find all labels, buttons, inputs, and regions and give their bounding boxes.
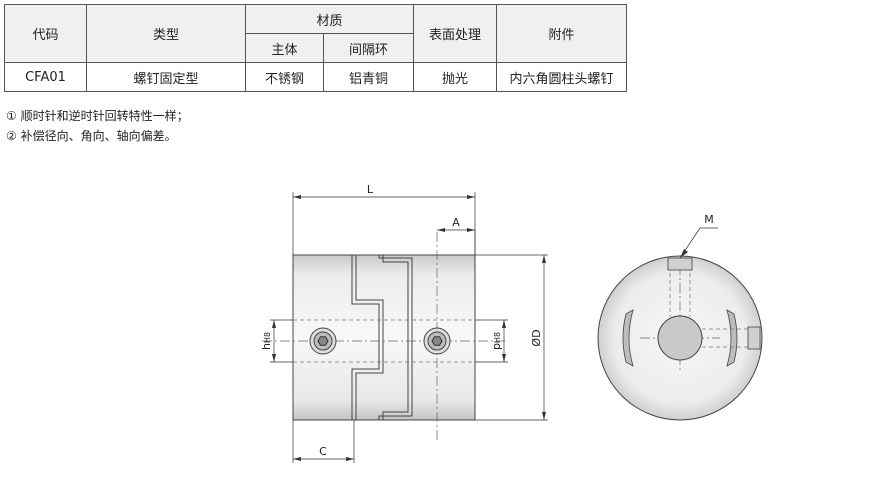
left-jaw-outline [351,255,380,420]
header-body: 主体 [245,33,324,63]
dim-C: C [319,445,327,458]
header-accessory: 附件 [496,4,627,63]
note-1: ① 顺时针和逆时针回转特性一样； [6,106,189,126]
dim-h: h [260,343,273,350]
note-2-marker: ② [6,129,17,143]
spec-table: 代码 类型 材质 表面处理 附件 主体 间隔环 CFA01 螺钉固定型 不锈钢 … [4,4,627,92]
dim-L: L [367,183,374,196]
right-jaw-outline [378,255,413,420]
header-code: 代码 [4,4,87,63]
jaw-slot-left [622,309,634,367]
cell-surface: 抛光 [413,62,497,92]
note-1-text: 顺时针和逆时针回转特性一样； [20,109,189,123]
dim-h-tolerance: H8 [263,332,272,343]
jaw-slot-right [726,309,738,367]
dim-p: p [490,343,503,350]
note-2: ② 补偿径向、角向、轴向偏差。 [6,126,189,146]
spacer-outline-left [355,255,384,420]
end-view: M [597,213,763,421]
dim-A: A [452,216,460,229]
cell-accessory: 内六角圆柱头螺钉 [496,62,627,92]
bore-hole [657,315,703,361]
hex-socket-icon [431,336,443,346]
spacer-outline-right [382,255,409,420]
notes: ① 顺时针和逆时针回转特性一样； ② 补偿径向、角向、轴向偏差。 [6,106,189,146]
svg-text:hH8: hH8 [260,332,273,350]
cell-type: 螺钉固定型 [86,62,246,92]
note-1-marker: ① [6,109,17,123]
dim-p-tolerance: H8 [493,332,502,343]
cell-spacer: 铝青铜 [323,62,414,92]
dim-D: ØD [530,329,543,346]
cell-body: 不锈钢 [245,62,324,92]
hex-socket-icon [317,336,329,346]
note-2-text: 补偿径向、角向、轴向偏差。 [20,129,177,143]
header-spacer: 间隔环 [323,33,414,63]
set-screw-side [747,326,761,350]
svg-text:pH8: pH8 [490,332,503,350]
cell-code: CFA01 [4,62,87,92]
set-screw-top [667,257,693,271]
side-view: L A C hH8 pH8 [260,183,548,463]
dim-M: M [704,213,714,226]
